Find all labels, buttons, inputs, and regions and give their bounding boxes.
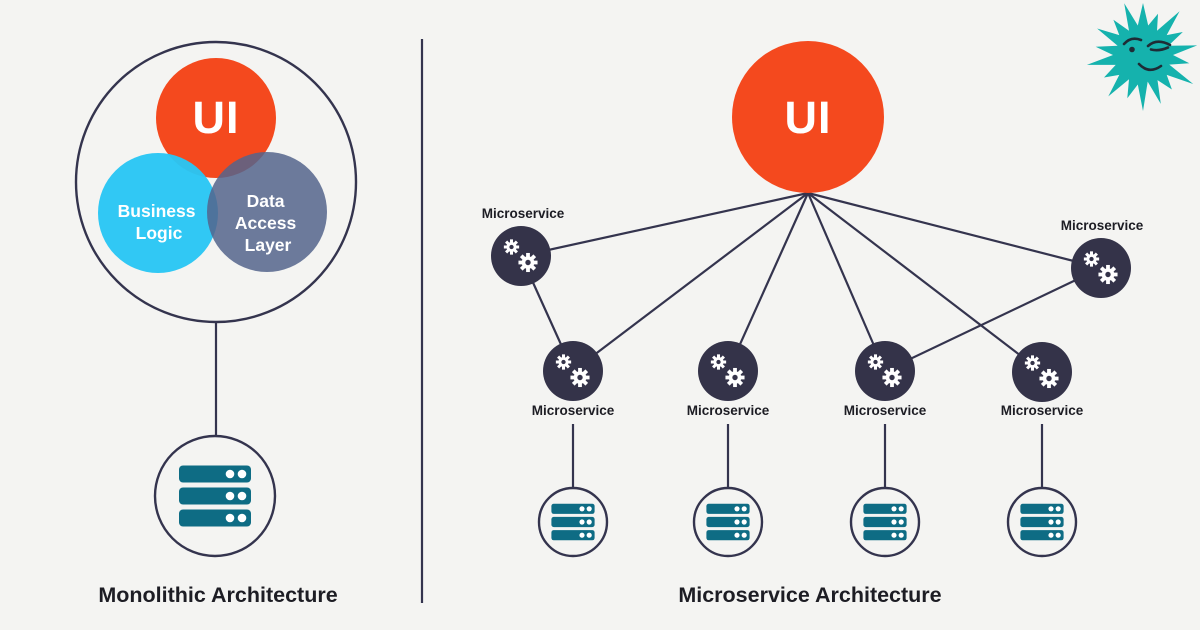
- microservice-label: Microservice: [687, 403, 770, 418]
- microservice-node: [698, 341, 758, 401]
- server-stack-icon: [863, 503, 907, 541]
- microservice-label: Microservice: [1001, 403, 1084, 418]
- microservice-ui-circle: [732, 41, 884, 193]
- gear-cog-icon: [570, 367, 590, 388]
- server-stack-icon: [179, 465, 251, 527]
- gear-cog-icon: [518, 252, 538, 273]
- starburst-body: [1086, 3, 1198, 111]
- gear-cog-icon: [1039, 368, 1059, 389]
- database-connectors: [571, 424, 1044, 488]
- microservice-node: [491, 226, 551, 286]
- server-stack-icon: [706, 503, 750, 541]
- monolith-ui-label: UI: [193, 92, 240, 143]
- server-stack-icon: [1020, 503, 1064, 541]
- microservice-label: Microservice: [1061, 218, 1144, 233]
- monolith-business-logic-circle: [98, 153, 218, 273]
- gear-cog-icon: [867, 354, 884, 370]
- microservice-database: [849, 486, 921, 558]
- gear-cog-icon: [710, 354, 727, 370]
- monolith-panel: UI Business Logic Data Access Layer Mono…: [74, 40, 358, 607]
- microservice-node: [543, 341, 603, 401]
- microservice-node: [855, 341, 915, 401]
- microservice-label: Microservice: [844, 403, 927, 418]
- winking-starburst-icon: [1086, 3, 1198, 111]
- microservice-database: [1006, 486, 1078, 558]
- database-circle: [153, 434, 277, 558]
- gear-cog-icon: [882, 367, 902, 388]
- gear-cog-icon: [1098, 264, 1118, 285]
- monolith-title: Monolithic Architecture: [98, 583, 337, 607]
- monolith-ui-circle: [156, 58, 276, 178]
- gear-cog-icon: [555, 354, 572, 370]
- microservice-node: [1071, 238, 1131, 298]
- microservice-ui-label: UI: [785, 92, 832, 143]
- gear-cog-icon: [725, 367, 745, 388]
- monolith-database: [153, 434, 277, 558]
- data-access-layer-label: Data Access Layer: [235, 191, 301, 255]
- microservice-label: Microservice: [532, 403, 615, 418]
- business-logic-label: Business Logic: [118, 201, 201, 243]
- microservice-node: [1012, 342, 1072, 402]
- microservice-label: Microservice: [482, 206, 565, 221]
- gear-cog-icon: [1024, 355, 1041, 371]
- gear-cog-icon: [1083, 251, 1100, 267]
- service-connections: [519, 191, 1102, 373]
- mascot-face: [1122, 37, 1172, 72]
- server-stack-icon: [551, 503, 595, 541]
- microservice-database: [692, 486, 764, 558]
- gear-cog-icon: [503, 239, 520, 255]
- monolith-data-access-circle: [207, 152, 327, 272]
- microservice-title: Microservice Architecture: [678, 583, 941, 607]
- microservice-panel: UI Microservice Microservice Microservic…: [482, 41, 1144, 607]
- microservice-database: [537, 486, 609, 558]
